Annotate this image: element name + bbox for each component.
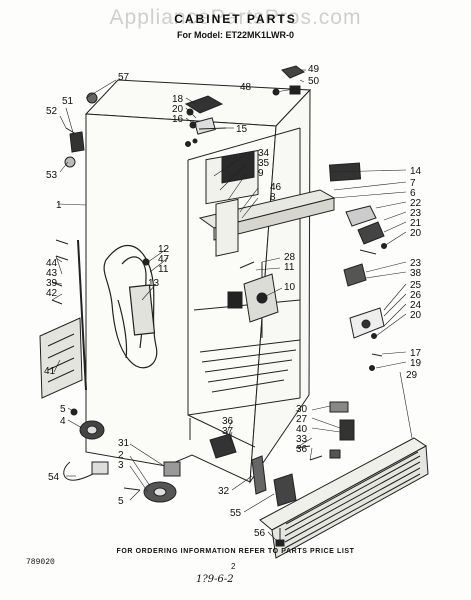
callout-30: 30 bbox=[296, 404, 308, 415]
bottom-left-parts bbox=[63, 408, 181, 503]
callout-31: 31 bbox=[118, 438, 130, 449]
callout-23b: 23 bbox=[410, 258, 422, 269]
callout-51: 51 bbox=[62, 96, 74, 107]
callout-32: 32 bbox=[218, 486, 230, 497]
callout-29: 29 bbox=[406, 370, 418, 381]
callout-36b: 36 bbox=[296, 444, 308, 455]
callout-22: 22 bbox=[410, 198, 422, 209]
callout-40: 40 bbox=[296, 424, 308, 435]
callout-44: 44 bbox=[46, 258, 58, 269]
callout-41: 41 bbox=[44, 366, 56, 377]
callout-7: 7 bbox=[410, 178, 416, 189]
callout-54: 54 bbox=[48, 472, 60, 483]
callout-4: 4 bbox=[60, 416, 66, 427]
callout-6: 6 bbox=[410, 188, 416, 199]
callout-20c: 20 bbox=[410, 310, 422, 321]
callout-52: 52 bbox=[46, 106, 58, 117]
callout-55: 55 bbox=[230, 508, 242, 519]
callout-50: 50 bbox=[308, 76, 320, 87]
wiring-harness bbox=[103, 244, 158, 369]
callout-9: 9 bbox=[258, 168, 264, 179]
callout-5b: 5 bbox=[118, 496, 124, 507]
callout-26: 26 bbox=[410, 290, 422, 301]
left-side-parts bbox=[39, 92, 98, 399]
callout-33: 33 bbox=[296, 434, 308, 445]
callout-24: 24 bbox=[410, 300, 422, 311]
watermark: AppliancePartsPros.com bbox=[109, 6, 362, 29]
leader-lines bbox=[51, 69, 413, 541]
callout-8: 8 bbox=[270, 192, 276, 203]
document-number: 789020 bbox=[26, 558, 55, 567]
right-side-parts bbox=[239, 65, 387, 371]
callout-43: 43 bbox=[46, 268, 58, 279]
callout-10: 10 bbox=[284, 282, 296, 293]
ordering-info-note: FOR ORDERING INFORMATION REFER TO PARTS … bbox=[116, 548, 355, 555]
top-hinge-assembly bbox=[184, 95, 227, 147]
callout-18: 18 bbox=[172, 94, 184, 105]
callout-3: 3 bbox=[118, 460, 124, 471]
toe-grille bbox=[259, 401, 429, 559]
callout-37: 37 bbox=[222, 426, 234, 437]
callout-39: 39 bbox=[46, 278, 58, 289]
callout-16: 16 bbox=[172, 114, 184, 125]
handwritten-note: 1?9-6-2 bbox=[196, 574, 234, 585]
callout-56: 56 bbox=[254, 528, 266, 539]
cabinet-shell bbox=[84, 79, 312, 484]
callout-27: 27 bbox=[296, 414, 308, 425]
callout-34: 34 bbox=[258, 148, 270, 159]
callout-19: 19 bbox=[410, 358, 422, 369]
callout-46: 46 bbox=[270, 182, 282, 193]
callout-23a: 23 bbox=[410, 208, 422, 219]
callout-14: 14 bbox=[410, 166, 422, 177]
callout-2: 2 bbox=[118, 450, 124, 461]
diagram-title: CABINET PARTS bbox=[174, 12, 297, 26]
callout-47: 47 bbox=[158, 254, 170, 265]
bottom-center-parts bbox=[209, 433, 323, 547]
callout-21: 21 bbox=[410, 218, 422, 229]
callout-20b: 20 bbox=[410, 228, 422, 239]
callout-17: 17 bbox=[410, 348, 422, 359]
callout-42: 42 bbox=[46, 288, 58, 299]
callout-11b: 11 bbox=[158, 264, 169, 275]
callout-15: 15 bbox=[236, 124, 248, 135]
callout-13: 13 bbox=[148, 278, 160, 289]
page-number: 2 bbox=[231, 562, 236, 571]
callout-53: 53 bbox=[46, 170, 58, 181]
callout-1: 1 bbox=[56, 200, 62, 211]
callout-25: 25 bbox=[410, 280, 422, 291]
model-subtitle: For Model: ET22MK1LWR-0 bbox=[176, 30, 294, 40]
callout-57: 57 bbox=[118, 72, 130, 83]
callout-38: 38 bbox=[410, 268, 422, 279]
callout-12: 12 bbox=[158, 244, 170, 255]
callout-labels: 57 51 52 53 1 18 20 16 15 34 35 9 46 8 4… bbox=[44, 64, 422, 539]
callout-28: 28 bbox=[284, 252, 296, 263]
callout-36a: 36 bbox=[222, 416, 234, 427]
callout-5a: 5 bbox=[60, 404, 66, 415]
callout-49: 49 bbox=[308, 64, 320, 75]
callout-35: 35 bbox=[258, 158, 270, 169]
callout-48: 48 bbox=[240, 82, 252, 93]
callout-11a: 11 bbox=[284, 262, 295, 273]
callout-20a: 20 bbox=[172, 104, 184, 115]
